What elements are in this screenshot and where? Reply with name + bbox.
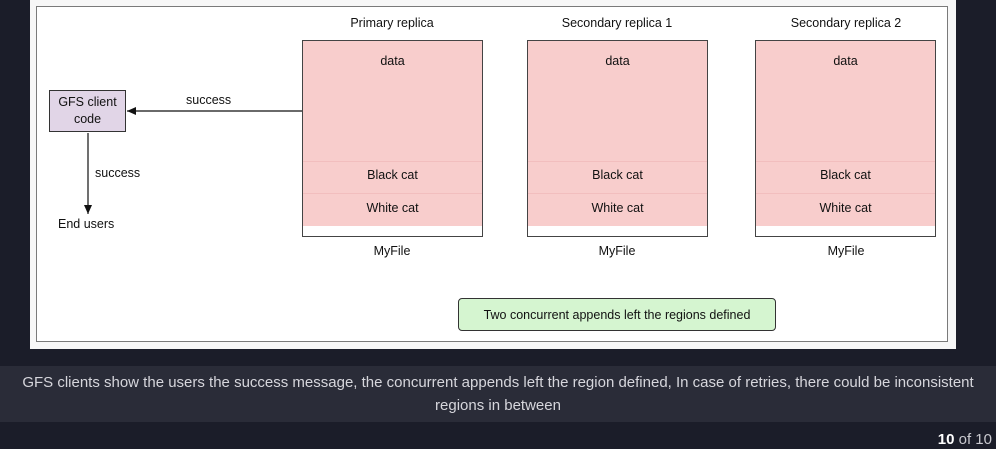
- diagram-canvas: Primary replica Secondary replica 1 Seco…: [36, 6, 948, 342]
- success-label-top: success: [186, 93, 232, 107]
- note-text: Two concurrent appends left the regions …: [483, 307, 751, 322]
- replica-row-black-cat: Black cat: [367, 168, 418, 182]
- primary-file-label: MyFile: [373, 244, 411, 258]
- slide-counter: 10 of 10: [938, 431, 992, 448]
- current-slide-number: 10: [937, 431, 955, 448]
- arrow-layer: [84, 107, 302, 214]
- concurrent-appends-note: Two concurrent appends left the regions …: [458, 298, 776, 331]
- total-slides-label: of 10: [958, 431, 992, 448]
- success-label-down: success: [95, 166, 141, 180]
- replica-row-white-cat: White cat: [591, 201, 644, 215]
- primary-replica-title: Primary replica: [350, 16, 434, 30]
- slide: Primary replica Secondary replica 1 Seco…: [30, 0, 956, 349]
- secondary-replica-1-title: Secondary replica 1: [561, 16, 673, 30]
- slide-caption: GFS clients show the users the success m…: [0, 366, 996, 422]
- secondary-1-file-label: MyFile: [598, 244, 636, 258]
- replica-row-black-cat: Black cat: [592, 168, 643, 182]
- gfs-client-box: GFS client code: [49, 90, 126, 132]
- replica-row-black-cat: Black cat: [820, 168, 871, 182]
- caption-line-1: GFS clients show the users the success m…: [22, 374, 974, 391]
- client-label-line1: GFS client: [58, 95, 117, 109]
- replica-data-label: data: [833, 54, 858, 68]
- secondary-replica-1-box: data Black cat White cat: [527, 40, 708, 237]
- caption-line-2: regions in between: [435, 397, 561, 414]
- replica-data-label: data: [605, 54, 630, 68]
- secondary-replica-2-title: Secondary replica 2: [790, 16, 902, 30]
- client-label-line2: code: [73, 112, 102, 126]
- primary-replica-box: data Black cat White cat: [302, 40, 483, 237]
- secondary-2-file-label: MyFile: [827, 244, 865, 258]
- replica-data-label: data: [380, 54, 405, 68]
- replica-row-white-cat: White cat: [819, 201, 872, 215]
- replica-row-white-cat: White cat: [366, 201, 419, 215]
- secondary-replica-2-box: data Black cat White cat: [755, 40, 936, 237]
- end-users-label: End users: [58, 217, 115, 231]
